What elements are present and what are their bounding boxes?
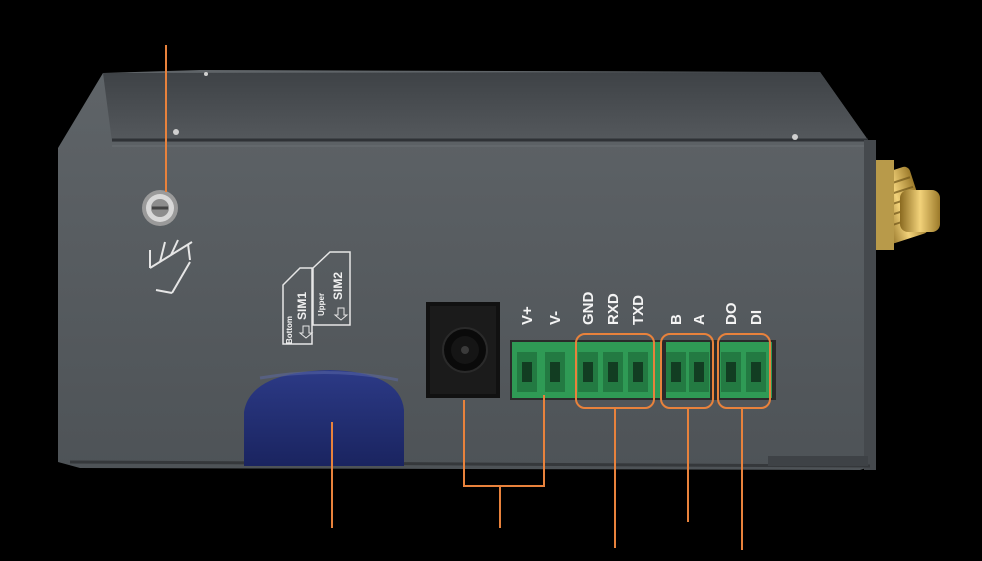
sim-tray-label: SIM1 Bottom SIM2 Upper [282, 251, 351, 345]
io-highlight [717, 333, 771, 409]
terminal-screw-hole [522, 362, 532, 382]
terminal-label: GND [580, 292, 597, 326]
sim1-label: SIM1 [295, 292, 309, 320]
down-arrow-icon [298, 325, 314, 339]
terminal-label: A [691, 314, 708, 325]
terminal-label: V- [547, 311, 564, 325]
terminal-label: V+ [519, 306, 536, 325]
terminal-screw-hole [550, 362, 560, 382]
ground-screw-icon [142, 190, 178, 226]
terminal-label: DI [748, 310, 765, 325]
antenna-connector [869, 160, 940, 250]
power-callout-line [463, 395, 545, 487]
terminal-screw-hole [633, 362, 643, 382]
terminal-screw-hole [608, 362, 618, 382]
terminal-label: B [668, 314, 685, 325]
terminal-screw-hole [671, 362, 681, 382]
down-arrow-icon [333, 307, 349, 321]
terminal-screw-hole [694, 362, 704, 382]
sim2-label: SIM2 [331, 272, 345, 300]
terminal-block [510, 340, 776, 400]
terminal-screw-hole [726, 362, 736, 382]
dc-power-jack[interactable] [426, 302, 500, 398]
callout-lines [165, 45, 771, 550]
sim2-position-label: Upper [317, 293, 326, 316]
terminal-label: DO [723, 302, 740, 325]
terminal-label: TXD [630, 295, 647, 325]
terminal-screw-hole [583, 362, 593, 382]
terminal-screw-hole [751, 362, 761, 382]
sim-slot[interactable] [244, 370, 404, 466]
device-housing [58, 70, 876, 470]
terminal-label: RXD [605, 293, 622, 325]
sim1-position-label: Bottom [285, 316, 294, 344]
ground-symbol-icon [149, 239, 193, 294]
